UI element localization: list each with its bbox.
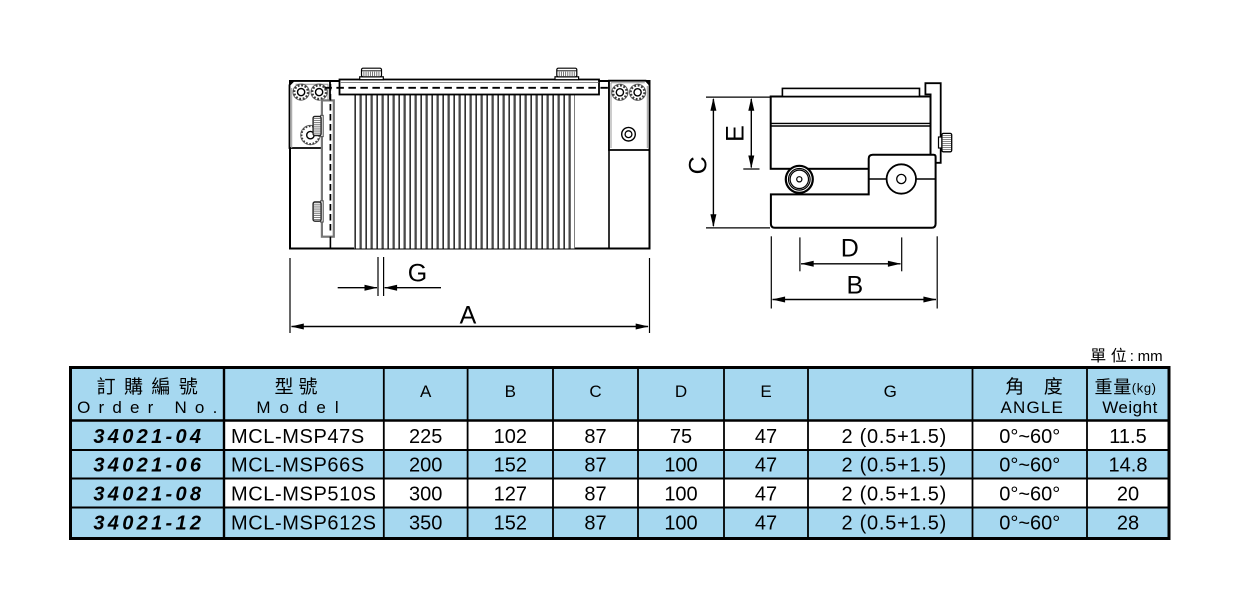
svg-text:152: 152 — [494, 455, 527, 477]
svg-text:47: 47 — [755, 484, 777, 506]
svg-text:ANGLE: ANGLE — [1000, 398, 1064, 417]
svg-text:11.5: 11.5 — [1109, 426, 1146, 448]
svg-text:G: G — [408, 260, 427, 288]
svg-text:Order No.: Order No. — [77, 398, 225, 417]
svg-text:34021-08: 34021-08 — [93, 484, 204, 506]
svg-text:Weight: Weight — [1102, 398, 1158, 417]
svg-text:0°~60°: 0°~60° — [999, 484, 1060, 506]
svg-text:D: D — [841, 235, 859, 263]
svg-text:0°~60°: 0°~60° — [999, 455, 1060, 477]
svg-text:B: B — [505, 382, 516, 401]
svg-text:14.8: 14.8 — [1109, 455, 1148, 477]
svg-text:225: 225 — [409, 426, 442, 448]
svg-text:75: 75 — [670, 426, 692, 448]
svg-text:300: 300 — [409, 484, 442, 506]
svg-text:MCL-MSP66S: MCL-MSP66S — [231, 455, 365, 477]
svg-text:200: 200 — [409, 455, 442, 477]
svg-text:2 (0.5+1.5): 2 (0.5+1.5) — [841, 513, 947, 535]
svg-text:34021-12: 34021-12 — [93, 513, 204, 535]
svg-text:Model: Model — [256, 398, 347, 417]
svg-text:152: 152 — [494, 513, 527, 535]
svg-text:34021-04: 34021-04 — [93, 426, 204, 448]
svg-text:A: A — [420, 382, 432, 401]
svg-text:E: E — [760, 382, 771, 401]
svg-text:350: 350 — [409, 513, 442, 535]
svg-text:C: C — [684, 156, 712, 174]
svg-text:MCL-MSP612S: MCL-MSP612S — [231, 513, 377, 535]
svg-text:2 (0.5+1.5): 2 (0.5+1.5) — [841, 426, 947, 448]
svg-text:MCL-MSP510S: MCL-MSP510S — [231, 484, 377, 506]
svg-text:E: E — [721, 125, 749, 142]
svg-text:100: 100 — [664, 484, 697, 506]
svg-text:47: 47 — [755, 513, 777, 535]
svg-text:C: C — [589, 382, 601, 401]
svg-text:87: 87 — [584, 426, 606, 448]
svg-text:B: B — [846, 272, 863, 300]
svg-text:0°~60°: 0°~60° — [999, 513, 1060, 535]
svg-text:0°~60°: 0°~60° — [999, 426, 1060, 448]
svg-text::: : — [1130, 348, 1134, 365]
svg-text:A: A — [460, 302, 477, 330]
svg-text:87: 87 — [584, 513, 606, 535]
svg-text:47: 47 — [755, 455, 777, 477]
svg-text:28: 28 — [1117, 513, 1139, 535]
svg-text:2 (0.5+1.5): 2 (0.5+1.5) — [841, 484, 947, 506]
svg-text:87: 87 — [584, 484, 606, 506]
svg-text:34021-06: 34021-06 — [93, 455, 204, 477]
svg-text:G: G — [884, 382, 897, 401]
svg-text:mm: mm — [1138, 348, 1163, 365]
svg-text:D: D — [675, 382, 687, 401]
svg-text:87: 87 — [584, 455, 606, 477]
svg-text:127: 127 — [494, 484, 527, 506]
svg-text:100: 100 — [664, 513, 697, 535]
svg-text:100: 100 — [664, 455, 697, 477]
svg-text:MCL-MSP47S: MCL-MSP47S — [231, 426, 365, 448]
svg-text:102: 102 — [494, 426, 527, 448]
svg-text:20: 20 — [1117, 484, 1139, 506]
svg-text:47: 47 — [755, 426, 777, 448]
svg-text:(kg): (kg) — [1132, 381, 1157, 396]
svg-text:2 (0.5+1.5): 2 (0.5+1.5) — [841, 455, 947, 477]
